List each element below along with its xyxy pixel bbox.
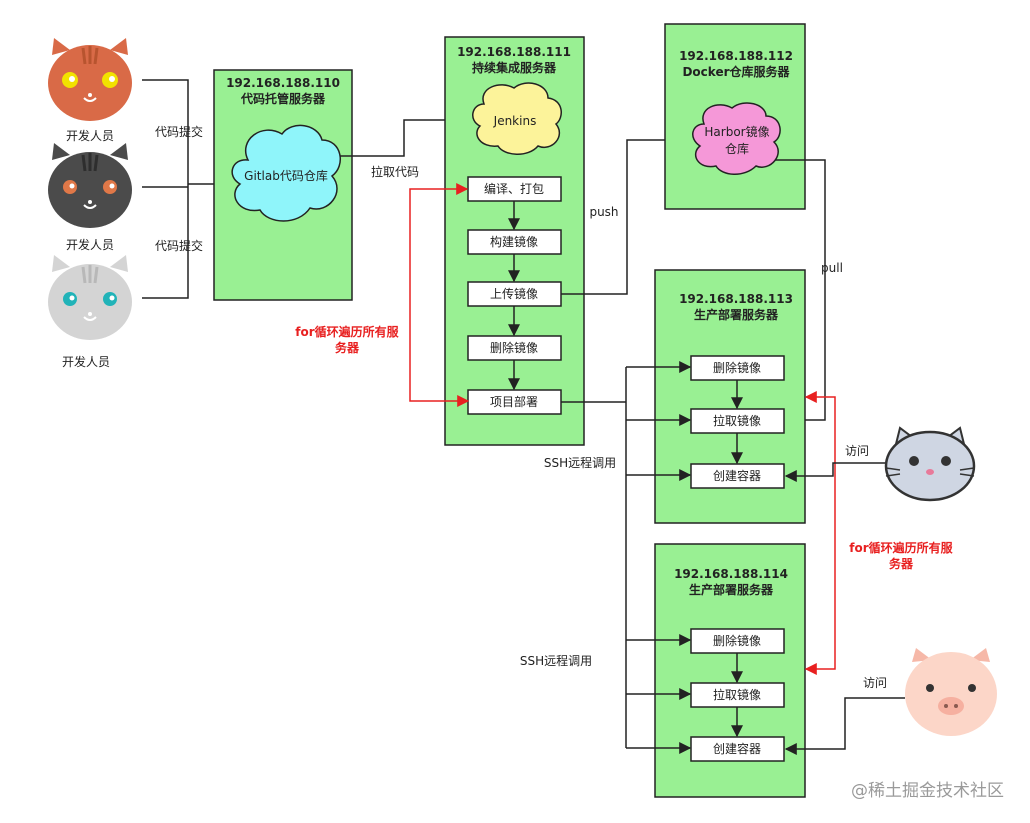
loop-note: 务器 xyxy=(889,556,914,571)
jenkins-cloud: Jenkins xyxy=(472,82,562,155)
ci-step-delete-image: 删除镜像 xyxy=(467,335,562,361)
step-label: 删除镜像 xyxy=(490,340,538,355)
loop-note: for循环遍历所有服 xyxy=(295,324,399,339)
step-label: 上传镜像 xyxy=(490,286,538,301)
step-label: 拉取镜像 xyxy=(713,413,761,428)
step-label: 编译、打包 xyxy=(484,181,544,196)
ssh-label: SSH远程调用 xyxy=(544,455,616,470)
gitlab-repo-label: Gitlab代码仓库 xyxy=(244,168,328,183)
jenkins-label: Jenkins xyxy=(493,114,537,128)
prod-loop-connector xyxy=(804,391,836,675)
developer-3: 开发人员 xyxy=(48,255,132,369)
server-name: 持续集成服务器 xyxy=(472,60,557,75)
push-label: push xyxy=(589,205,618,219)
step-label: 创建容器 xyxy=(713,468,761,483)
ci-step-deploy: 项目部署 xyxy=(467,389,562,415)
prod2-step-delete: 删除镜像 xyxy=(690,628,785,654)
server-name: Docker仓库服务器 xyxy=(682,64,790,79)
loop-note: 务器 xyxy=(335,340,360,355)
visit-connector xyxy=(784,462,885,482)
grey-cat-icon xyxy=(48,255,132,340)
visit-connector xyxy=(784,697,905,755)
orange-cat-icon xyxy=(48,38,132,121)
ci-step-push-image: 上传镜像 xyxy=(467,281,562,307)
step-label: 项目部署 xyxy=(490,394,538,409)
visitor-cat-icon xyxy=(884,426,976,502)
pull-code-connector xyxy=(340,114,472,157)
gitlab-repo-cloud: Gitlab代码仓库 xyxy=(231,124,342,222)
ssh-label: SSH远程调用 xyxy=(520,653,592,668)
pull-label: pull xyxy=(821,261,843,275)
loop-note: for循环遍历所有服 xyxy=(849,540,953,555)
gitlab-server: 192.168.188.110 代码托管服务器 Gitlab代码仓库 xyxy=(213,69,353,301)
commit-label: 代码提交 xyxy=(155,124,203,139)
prod1-step-pull: 拉取镜像 xyxy=(690,408,785,434)
visitor-pig-icon xyxy=(905,648,997,736)
server-name: 代码托管服务器 xyxy=(240,91,326,106)
server-ip: 192.168.188.113 xyxy=(679,292,793,306)
black-cat-icon xyxy=(48,143,132,228)
prod2-step-create: 创建容器 xyxy=(690,736,785,762)
ci-loop-connector xyxy=(409,183,470,407)
watermark: @稀土掘金技术社区 xyxy=(851,781,1004,801)
developer-label: 开发人员 xyxy=(62,354,110,369)
ci-step-compile: 编译、打包 xyxy=(467,176,562,202)
prod1-step-delete: 删除镜像 xyxy=(690,355,785,381)
harbor-server: 192.168.188.112 Docker仓库服务器 Harbor镜像 仓库 xyxy=(664,23,806,210)
ci-server: 192.168.188.111 持续集成服务器 Jenkins 编译、打包 构建… xyxy=(444,36,585,446)
developer-label: 开发人员 xyxy=(66,237,114,252)
harbor-registry-cloud: Harbor镜像 仓库 xyxy=(692,102,781,175)
prod2-step-pull: 拉取镜像 xyxy=(690,682,785,708)
step-label: 删除镜像 xyxy=(713,360,761,375)
developer-1: 开发人员 xyxy=(48,38,132,143)
step-label: 构建镜像 xyxy=(490,234,538,249)
commit-label: 代码提交 xyxy=(155,238,203,253)
harbor-label: Harbor镜像 xyxy=(704,124,769,139)
pull-code-label: 拉取代码 xyxy=(371,164,419,179)
step-label: 删除镜像 xyxy=(713,633,761,648)
prod1-step-create: 创建容器 xyxy=(690,463,785,489)
server-ip: 192.168.188.114 xyxy=(674,567,788,581)
visit-label: 访问 xyxy=(863,676,887,690)
server-ip: 192.168.188.112 xyxy=(679,49,793,63)
visit-label: 访问 xyxy=(845,444,869,458)
ci-step-build-image: 构建镜像 xyxy=(467,229,562,255)
prod-server-114: 192.168.188.114 生产部署服务器 删除镜像 拉取镜像 创建容器 xyxy=(654,543,806,798)
server-name: 生产部署服务器 xyxy=(694,307,779,322)
ssh-connectors xyxy=(561,361,692,754)
server-ip: 192.168.188.110 xyxy=(226,76,340,90)
prod-server-113: 192.168.188.113 生产部署服务器 删除镜像 拉取镜像 创建容器 xyxy=(654,269,806,524)
step-label: 创建容器 xyxy=(713,741,761,756)
server-name: 生产部署服务器 xyxy=(689,582,774,597)
developer-label: 开发人员 xyxy=(66,128,114,143)
server-ip: 192.168.188.111 xyxy=(457,45,571,59)
harbor-label: 仓库 xyxy=(725,141,749,156)
step-label: 拉取镜像 xyxy=(713,687,761,702)
developer-2: 开发人员 xyxy=(48,143,132,252)
